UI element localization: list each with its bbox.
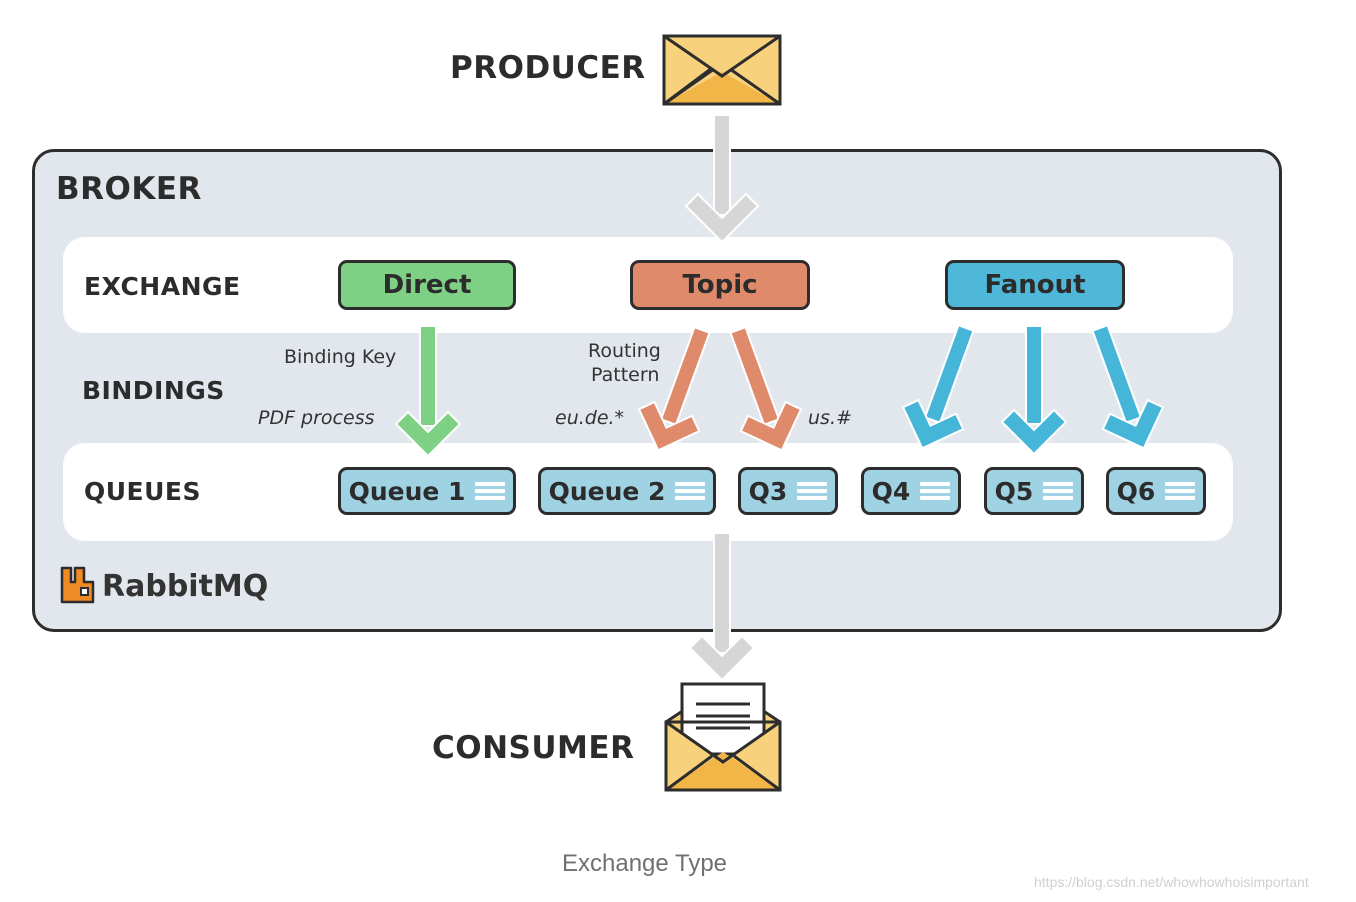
- exchange-direct: Direct: [338, 260, 516, 310]
- exchange-fanout-label: Fanout: [984, 270, 1086, 300]
- direct-binding-arrow: [394, 325, 462, 458]
- queue-5: Q5: [984, 467, 1084, 515]
- pdf-process-label: PDF process: [258, 407, 375, 429]
- exchange-fanout: Fanout: [945, 260, 1125, 310]
- queue-6: Q6: [1106, 467, 1206, 515]
- queue-5-label: Q5: [994, 476, 1034, 506]
- queue-3-label: Q3: [748, 476, 788, 506]
- us-pattern-label: us.#: [808, 407, 852, 429]
- broker-container: [32, 149, 1282, 632]
- consumer-arrow: [688, 532, 756, 682]
- broker-label: BROKER: [56, 171, 202, 207]
- producer-label: PRODUCER: [450, 50, 646, 86]
- exchange-row-label: EXCHANGE: [84, 272, 241, 301]
- watermark: https://blog.csdn.net/whowhowhoisimporta…: [1034, 874, 1309, 890]
- consumer-label: CONSUMER: [432, 730, 635, 766]
- list-lines-icon: [475, 482, 506, 500]
- exchange-topic-label: Topic: [682, 270, 758, 300]
- queue-1: Queue 1: [338, 467, 516, 515]
- envelope-open-icon: [664, 682, 782, 792]
- list-lines-icon: [1043, 482, 1074, 500]
- binding-key-label: Binding Key: [284, 346, 397, 368]
- exchange-topic: Topic: [630, 260, 810, 310]
- routing-pattern-label-line2: Pattern: [591, 364, 660, 386]
- queue-1-label: Queue 1: [348, 476, 466, 506]
- fanout-binding-arrow-right: [1091, 323, 1165, 450]
- bindings-row-label: BINDINGS: [82, 376, 225, 405]
- list-lines-icon: [797, 482, 828, 500]
- envelope-closed-icon: [662, 34, 782, 106]
- queue-4: Q4: [861, 467, 961, 515]
- fanout-binding-arrow-center: [1000, 325, 1068, 456]
- producer-arrow: [684, 114, 760, 244]
- list-lines-icon: [1165, 482, 1196, 500]
- rabbitmq-logo-icon: [60, 566, 95, 604]
- exchange-direct-label: Direct: [382, 270, 472, 300]
- figure-caption: Exchange Type: [562, 850, 728, 877]
- routing-pattern-label-line1: Routing: [588, 340, 661, 362]
- eu-de-pattern-label: eu.de.*: [555, 407, 625, 429]
- queues-row-label: QUEUES: [84, 477, 202, 506]
- topic-binding-arrow-right: [729, 325, 803, 452]
- queue-2: Queue 2: [538, 467, 716, 515]
- rabbitmq-brand-label: RabbitMQ: [102, 569, 269, 604]
- queue-3: Q3: [738, 467, 838, 515]
- fanout-binding-arrow-left: [901, 323, 975, 450]
- queue-4-label: Q4: [871, 476, 911, 506]
- queue-2-label: Queue 2: [548, 476, 666, 506]
- list-lines-icon: [920, 482, 951, 500]
- topic-binding-arrow-left: [637, 325, 711, 452]
- list-lines-icon: [675, 482, 706, 500]
- queue-6-label: Q6: [1116, 476, 1156, 506]
